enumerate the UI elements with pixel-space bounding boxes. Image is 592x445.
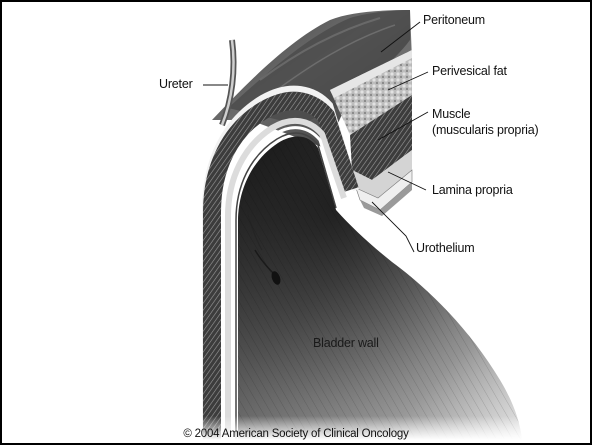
label-bladder-wall: Bladder wall (313, 336, 379, 351)
label-muscle-sub: (muscularis propria) (432, 123, 538, 138)
label-perivesical-fat: Perivesical fat (432, 64, 507, 79)
label-ureter: Ureter (159, 77, 193, 92)
label-lamina-propria: Lamina propria (432, 183, 513, 198)
label-urothelium: Urothelium (416, 241, 474, 256)
label-peritoneum: Peritoneum (423, 13, 485, 28)
label-muscle: Muscle (432, 107, 470, 122)
copyright-notice: © 2004 American Society of Clinical Onco… (0, 428, 592, 440)
